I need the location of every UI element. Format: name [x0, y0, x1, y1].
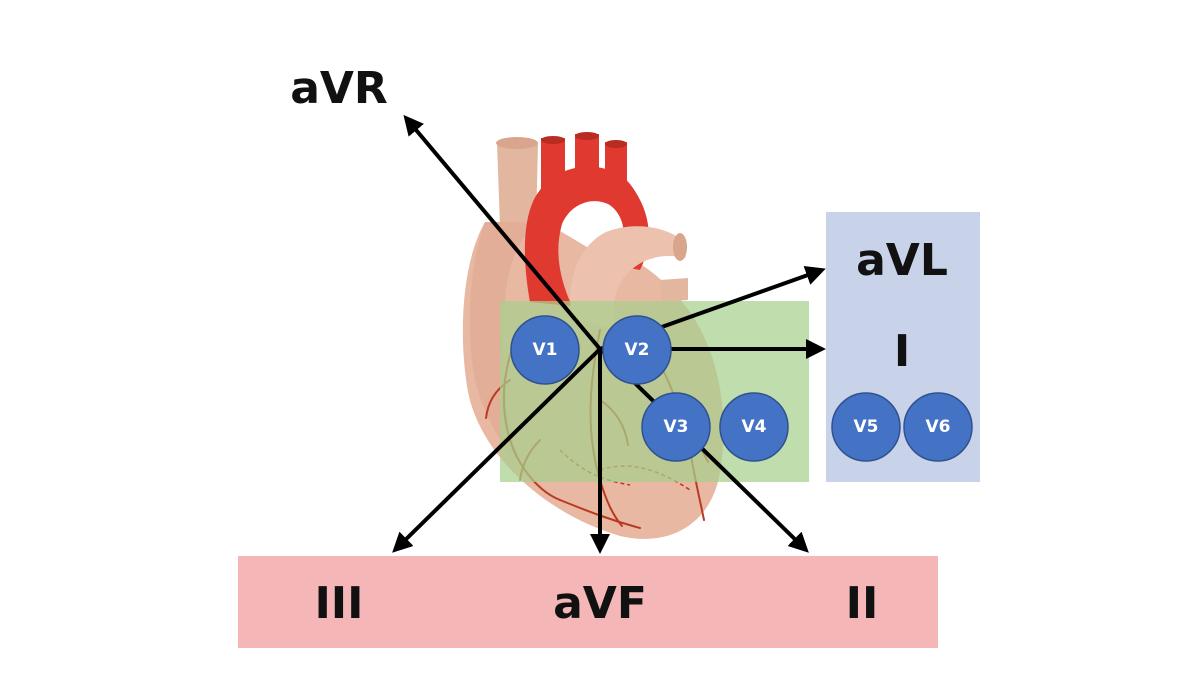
electrode-v6-label: V6: [926, 417, 951, 437]
electrode-v1-label: V1: [533, 340, 558, 360]
lead-avr-label: aVR: [290, 63, 388, 114]
avr-axis-arrow: [403, 114, 602, 351]
electrode-v3-label: V3: [664, 417, 689, 437]
electrode-v2: [602, 315, 672, 385]
lead-iii-axis-arrow: [392, 347, 602, 553]
lead-avf-label: aVF: [553, 578, 647, 629]
lead-ii-label: II: [846, 578, 879, 629]
electrode-v2-label: V2: [625, 340, 650, 360]
electrode-v5: [831, 392, 901, 462]
inferior-leads-zone: [238, 556, 938, 648]
electrode-v5-label: V5: [854, 417, 879, 437]
lead-iii-label: III: [314, 578, 363, 629]
electrode-v4: [719, 392, 789, 462]
electrode-v6: [903, 392, 973, 462]
electrode-v1: [510, 315, 580, 385]
lead-avl-label: aVL: [856, 235, 948, 286]
electrode-v3: [641, 392, 711, 462]
electrode-v4-label: V4: [742, 417, 767, 437]
lead-i-label: I: [894, 326, 910, 377]
